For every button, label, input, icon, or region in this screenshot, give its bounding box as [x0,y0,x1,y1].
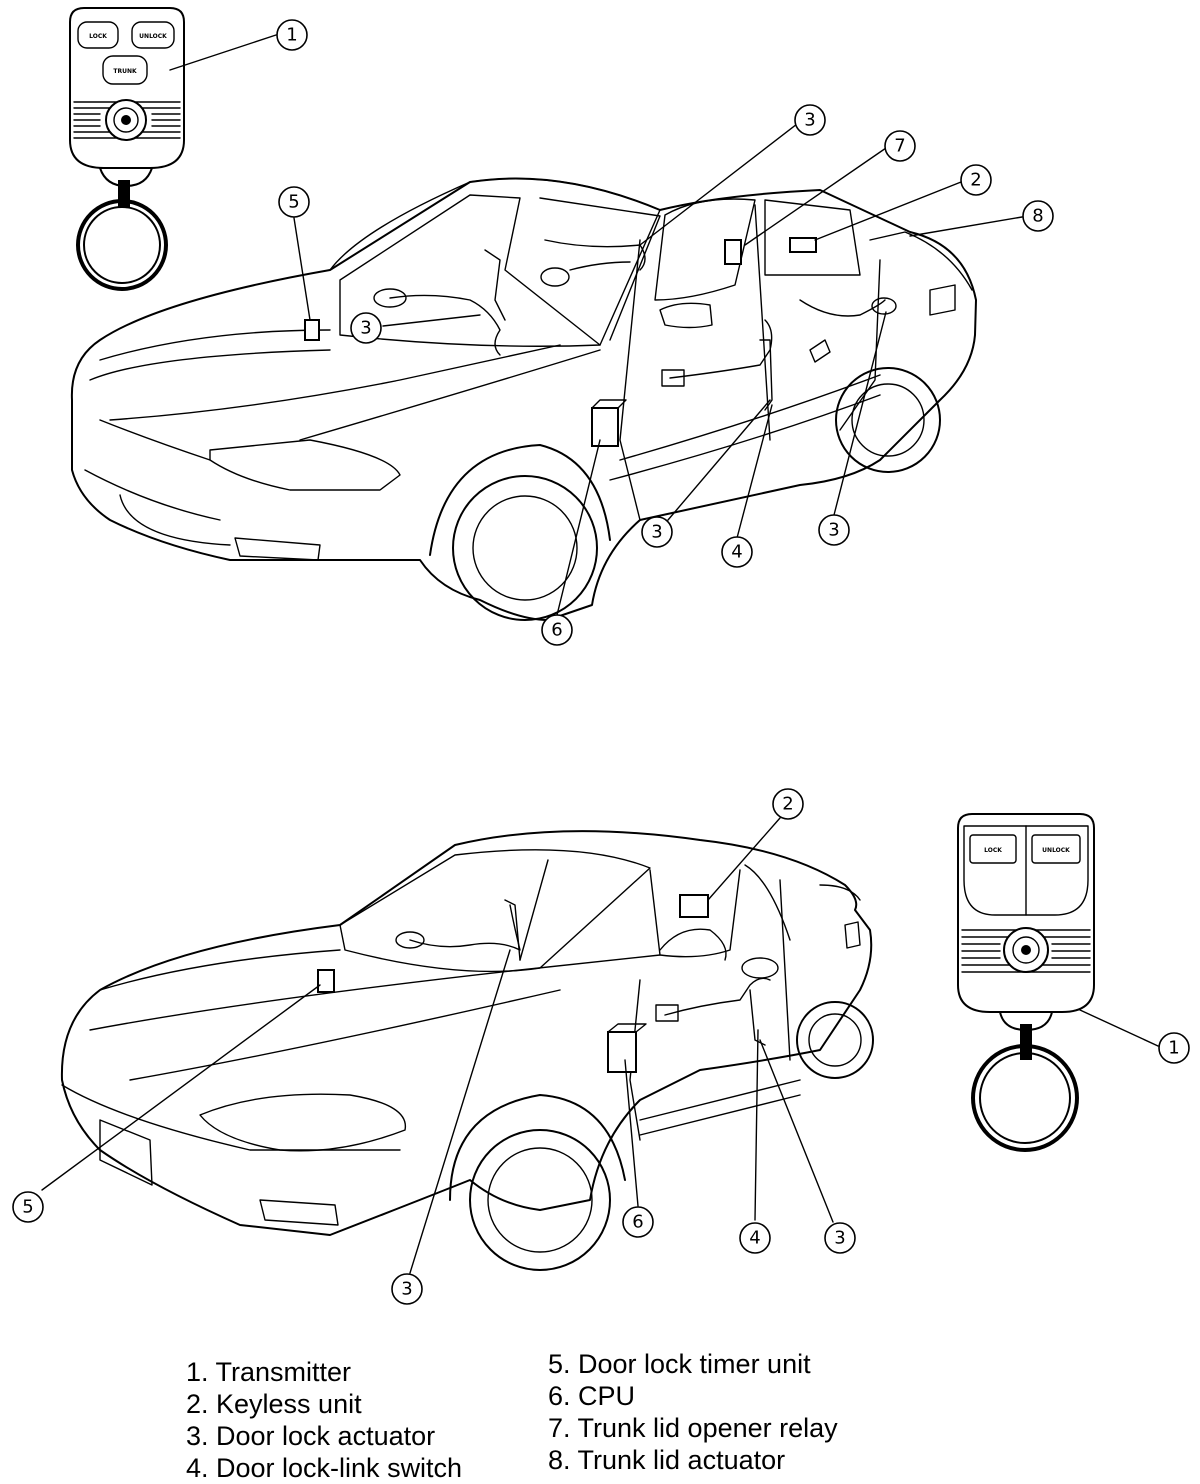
svg-text:1: 1 [286,25,297,46]
fob-top-trunk-label: TRUNK [113,68,137,75]
svg-text:5: 5 [288,192,299,213]
fob-bottom-unlock-label: UNLOCK [1042,847,1070,854]
svg-text:3: 3 [651,522,662,543]
callout-2: 2 [772,788,804,820]
sedan-illustration [70,177,977,621]
callout-3: 3 [391,1273,423,1305]
callouts-bottom: 2 1 5 6 4 3 3 [12,788,1190,1305]
svg-text:8: 8 [1032,206,1043,227]
legend-item: 5. Door lock timer unit [548,1349,811,1379]
svg-text:3: 3 [834,1228,845,1249]
callout-3: 3 [641,516,673,548]
svg-text:2: 2 [970,170,981,191]
callouts-top: 1 3 7 2 8 5 3 3 4 3 6 [276,19,1054,646]
callout-1: 1 [1158,1032,1190,1064]
callout-3: 3 [350,312,382,344]
fob-top-lock-label: LOCK [89,33,107,40]
callout-3: 3 [794,104,826,136]
svg-text:3: 3 [804,110,815,131]
callout-4: 4 [721,536,753,568]
callout-4: 4 [739,1222,771,1254]
svg-text:3: 3 [360,318,371,339]
fob-top-unlock-label: UNLOCK [139,33,167,40]
coupe-illustration [60,830,874,1271]
svg-text:4: 4 [731,542,742,563]
svg-text:7: 7 [894,136,905,157]
legend-item: 1. Transmitter [186,1357,352,1387]
svg-text:1: 1 [1168,1038,1179,1059]
svg-text:4: 4 [749,1228,760,1249]
callout-6: 6 [541,614,573,646]
callout-6: 6 [622,1206,654,1238]
legend-item: 2. Keyless unit [186,1389,362,1419]
callout-1: 1 [276,19,308,51]
callout-3: 3 [818,514,850,546]
svg-text:5: 5 [22,1197,33,1218]
legend-item: 7. Trunk lid opener relay [548,1413,838,1443]
svg-text:3: 3 [828,520,839,541]
legend-right: 5. Door lock timer unit 6. CPU 7. Trunk … [548,1348,838,1476]
callout-8: 8 [1022,200,1054,232]
fob-bottom-lock-label: LOCK [984,847,1002,854]
callout-7: 7 [884,130,916,162]
legend-item: 4. Door lock-link switch [186,1453,463,1483]
callout-5: 5 [12,1191,44,1223]
legend-item: 3. Door lock actuator [186,1421,436,1451]
transmitter-fob-top: LOCK UNLOCK TRUNK [69,7,185,291]
svg-text:3: 3 [401,1279,412,1300]
callout-2: 2 [960,164,992,196]
transmitter-fob-bottom: LOCK UNLOCK [957,813,1095,1152]
svg-text:2: 2 [782,794,793,815]
callout-3: 3 [824,1222,856,1254]
callout-5: 5 [278,186,310,218]
legend-item: 6. CPU [548,1381,636,1411]
svg-text:6: 6 [632,1212,643,1233]
legend-left: 1. Transmitter 2. Keyless unit 3. Door l… [186,1356,462,1484]
svg-text:6: 6 [551,620,562,641]
leader-lines [41,34,1159,1274]
legend-item: 8. Trunk lid actuator [548,1445,786,1475]
